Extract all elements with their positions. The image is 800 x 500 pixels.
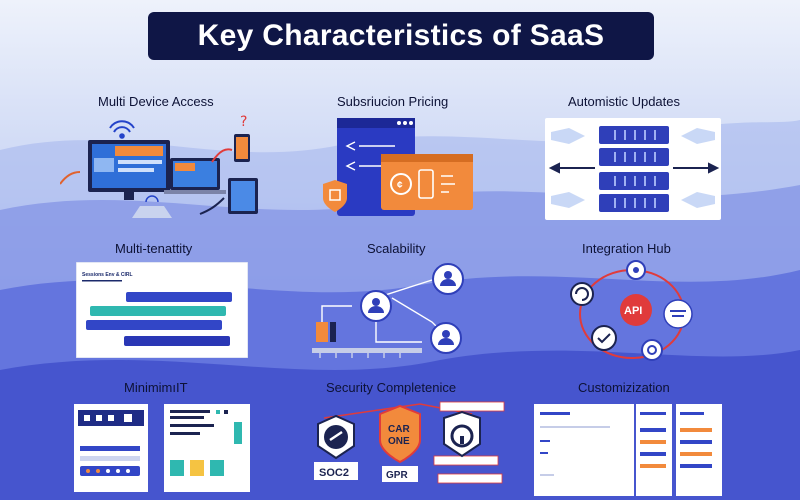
connector-node-icon [663, 299, 693, 329]
page-title: Key Characteristics of SaaS [148, 12, 654, 60]
scalability-illustration [312, 263, 464, 358]
arrow-icon [199, 197, 225, 215]
phone-icon [234, 134, 250, 162]
laptop-icon [164, 158, 226, 194]
gpr-label: GPR [386, 470, 408, 481]
connector-node-icon [591, 325, 617, 351]
integration-hub-illustration: API [570, 260, 693, 361]
subscription-pricing-illustration: ¢ [323, 118, 473, 216]
label-security-compliance: Security Completenice [326, 380, 457, 395]
arrow-icon [60, 171, 81, 185]
label-customization: Customizization [578, 380, 670, 395]
wifi-icon [109, 120, 135, 139]
update-tag-icon [551, 128, 715, 208]
pricing-card-icon: ¢ [381, 154, 473, 210]
customization-illustration [534, 404, 722, 496]
label-integration-hub: Integration Hub [582, 241, 671, 256]
connector-node-icon [641, 339, 663, 361]
label-minimal-it: MinimimıIT [124, 380, 188, 395]
label-multi-tenancy: Multi-tenattity [115, 241, 193, 256]
label-subscription-pricing: Subsriucion Pricing [337, 94, 449, 109]
connector-node-icon [570, 282, 594, 306]
shield-line1: CAR [388, 424, 410, 435]
svg-text:¢: ¢ [397, 180, 403, 191]
minimal-it-illustration [74, 404, 250, 492]
shield-line2: ONE [388, 436, 410, 447]
api-label: API [624, 305, 642, 317]
arrow-icon [548, 162, 720, 174]
tablet-icon [228, 178, 258, 214]
desktop-monitor-icon [88, 140, 170, 200]
router-icon [132, 195, 172, 218]
user-node-icon [430, 322, 462, 354]
security-compliance-illustration: SOC2 CAR ONE GPR [314, 401, 505, 484]
label-multi-device-access: Multi Device Access [98, 94, 214, 109]
user-node-icon [360, 290, 392, 322]
multi-device-illustration: ? [60, 114, 258, 218]
pin-icon: ? [240, 114, 247, 130]
server-rack-icon [312, 322, 422, 358]
user-node-icon [432, 263, 464, 295]
connector-node-icon [626, 260, 646, 280]
shield-icon [323, 180, 347, 212]
label-automatic-updates: Automistic Updates [568, 94, 680, 109]
tenant-row-label: Sessions Env & CIRL [82, 272, 133, 278]
arrow-icon [211, 148, 233, 163]
soc2-label: SOC2 [319, 467, 349, 479]
automatic-updates-illustration [545, 118, 721, 220]
server-stack-icon [599, 126, 669, 212]
api-hub-icon: API [620, 294, 652, 326]
shield-icon: CAR ONE GPR [379, 404, 421, 482]
multi-tenancy-illustration: Sessions Env & CIRL [76, 262, 248, 358]
label-scalability: Scalability [367, 241, 426, 256]
certification-badge-icon: SOC2 [314, 414, 358, 480]
lock-badge-icon [443, 410, 481, 458]
